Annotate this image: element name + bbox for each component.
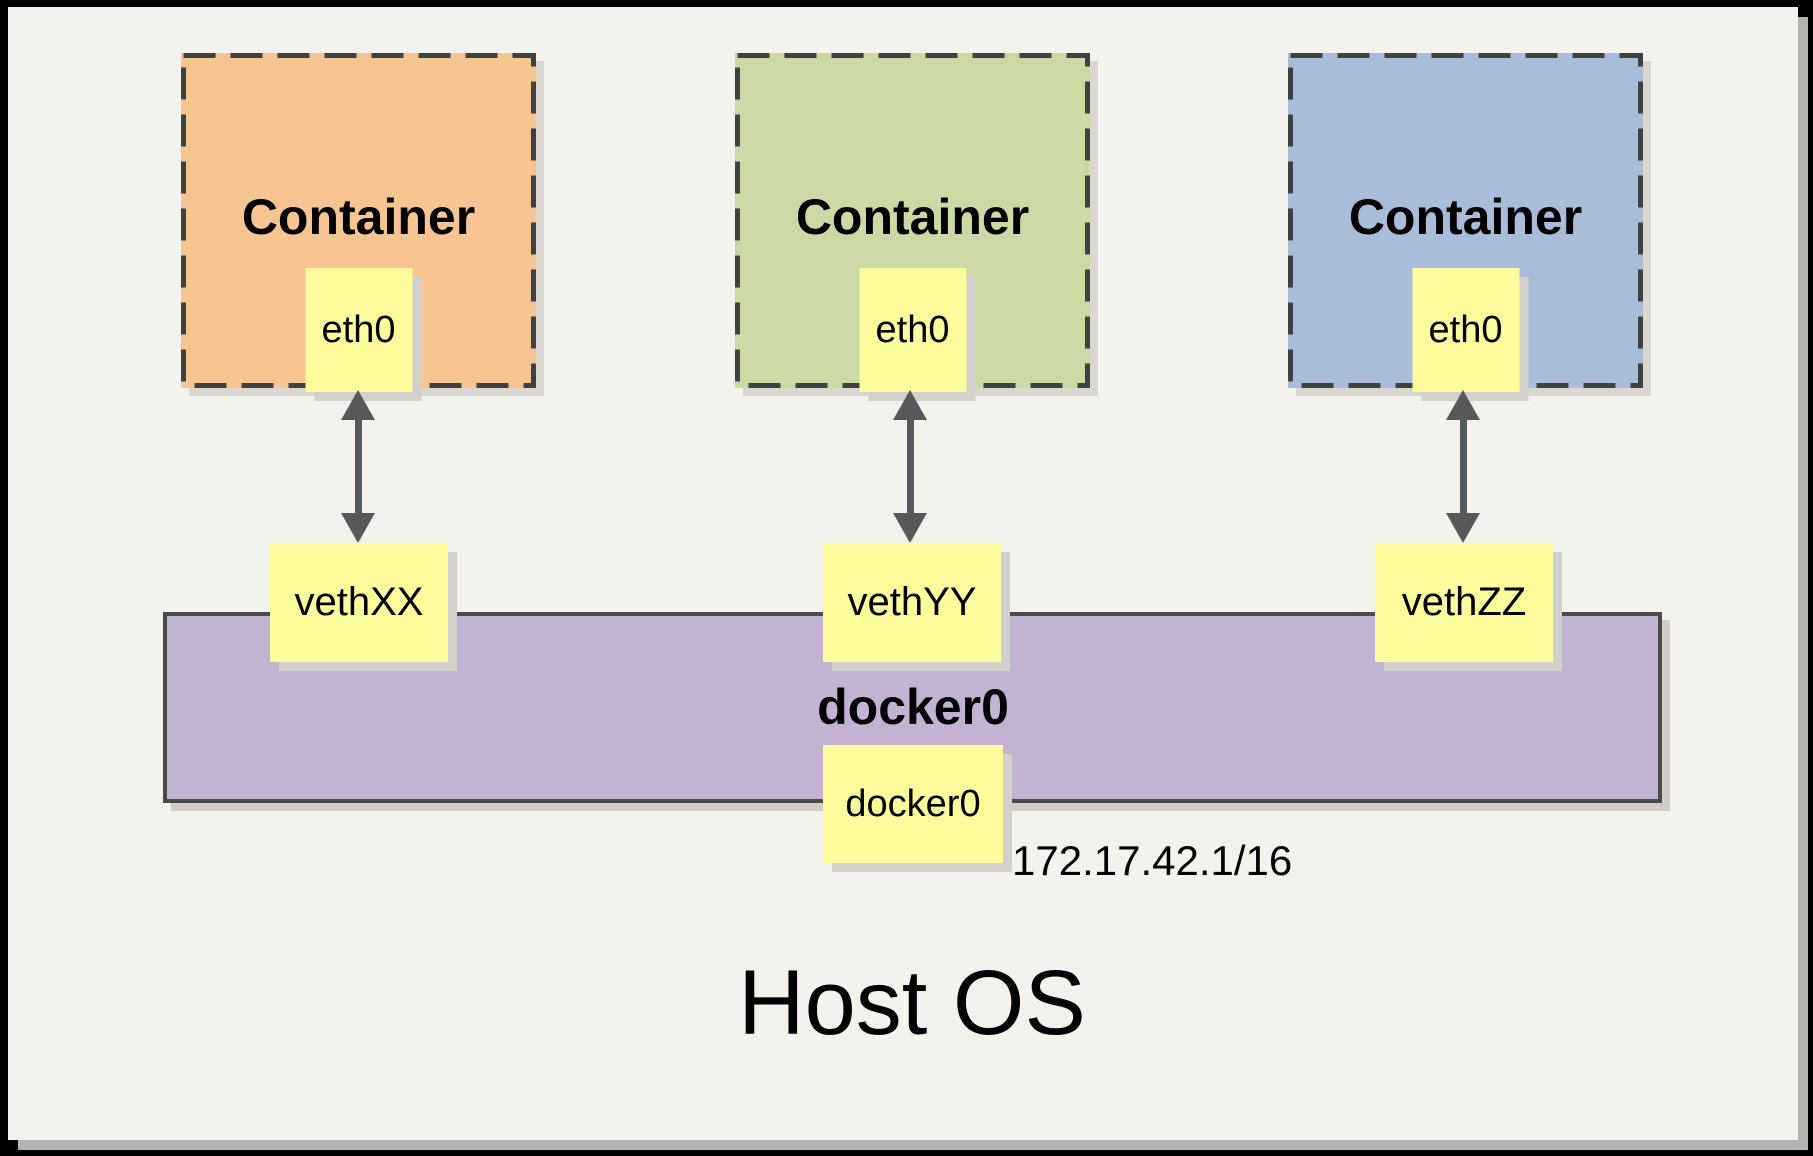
double-arrow-connector-2 <box>893 390 927 543</box>
container-title: Container <box>1348 189 1583 245</box>
double-arrow-connector-1 <box>341 390 375 543</box>
container-box-2: Container eth0 <box>735 53 1090 392</box>
arrowhead-down-icon <box>1446 513 1480 543</box>
veth-interface-box-1: vethXX <box>270 543 448 662</box>
eth0-interface-box: eth0 <box>305 268 412 392</box>
veth-interface-box-2: vethYY <box>823 543 1001 662</box>
docker0-interface-box: docker0 <box>823 745 1003 863</box>
host-os-label: Host OS <box>738 952 1086 1054</box>
arrow-shaft <box>354 414 362 519</box>
arrowhead-down-icon <box>341 513 375 543</box>
arrowhead-down-icon <box>893 513 927 543</box>
eth0-interface-box: eth0 <box>1412 268 1519 392</box>
container-title: Container <box>795 189 1030 245</box>
docker0-bridge-label: docker0 <box>817 679 1009 735</box>
container-title: Container <box>241 189 476 245</box>
eth0-interface-box: eth0 <box>859 268 966 392</box>
container-box-3: Container eth0 <box>1288 53 1643 392</box>
arrow-shaft <box>1459 414 1467 519</box>
veth-interface-box-3: vethZZ <box>1375 543 1553 662</box>
container-box-1: Container eth0 <box>181 53 536 392</box>
bridge-ip-address: 172.17.42.1/16 <box>1012 837 1293 884</box>
arrow-shaft <box>906 414 914 519</box>
double-arrow-connector-3 <box>1446 390 1480 543</box>
